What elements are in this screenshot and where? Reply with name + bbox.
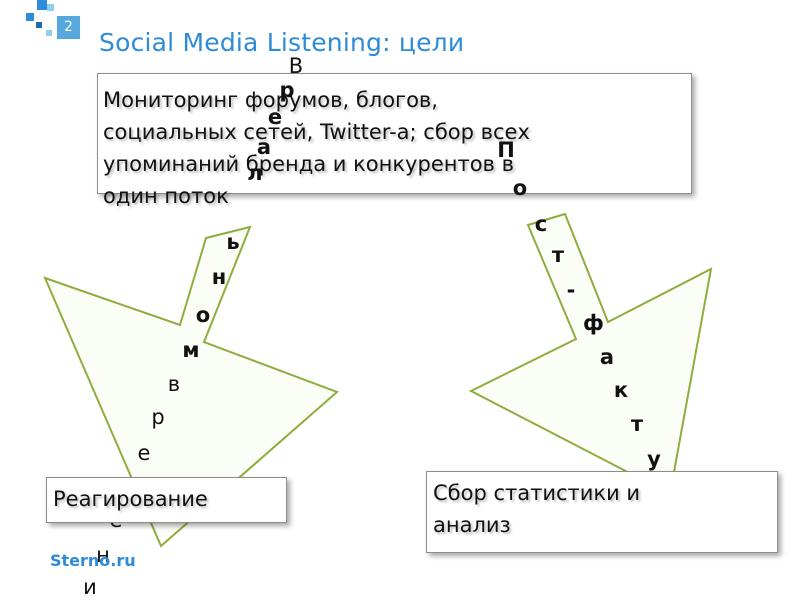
right-arrow-label-char: т: [551, 243, 565, 267]
reaction-box: [46, 477, 287, 523]
right-arrow-label-char: а: [599, 345, 615, 369]
logo-square: [47, 4, 54, 11]
footer-logo: Sterno.ru: [50, 551, 136, 570]
right-arrow: [468, 212, 713, 496]
left-arrow-label-char: н: [211, 265, 227, 289]
monitoring-line: упоминаний бренда и конкурентов в: [103, 152, 514, 176]
right-arrow-label-char: к: [613, 378, 629, 402]
reaction-text: Реагирование: [53, 487, 208, 511]
slide-title: Social Media Listening: цели: [99, 28, 465, 57]
left-arrow-label-char: ь: [226, 230, 240, 254]
logo-square: [46, 30, 52, 36]
logo-square: [26, 13, 34, 21]
left-arrow-label-char: р: [151, 405, 165, 429]
left-arrow-label-char: е: [267, 105, 283, 129]
left-arrow-label-char: о: [195, 303, 211, 327]
right-arrow-label-char: о: [512, 176, 528, 200]
right-arrow-label-char: у: [647, 447, 661, 471]
monitoring-text: Мониторинг форумов, блогов, социальных с…: [103, 84, 530, 212]
right-arrow-label-char: ф: [583, 311, 604, 335]
statistics-box: [426, 471, 778, 553]
left-arrow-label-char: а: [256, 135, 272, 159]
statistics-line: анализ: [433, 513, 511, 537]
left-arrow: [43, 225, 339, 548]
left-arrow-label-char: н: [96, 543, 110, 567]
left-arrow-label-char: и: [83, 575, 97, 599]
statistics-line: Сбор статистики и: [433, 481, 641, 505]
monitoring-box: [97, 73, 692, 194]
monitoring-line: один поток: [103, 184, 229, 208]
left-arrow-label-char: в: [167, 372, 181, 396]
monitoring-line: социальных сетей, Twitter-а; сбор всех: [103, 120, 530, 144]
logo-square: [36, 22, 42, 28]
left-arrow-label-char: м: [182, 338, 200, 362]
monitoring-line: Мониторинг форумов, блогов,: [103, 88, 438, 112]
slide-number-badge: 2: [57, 16, 80, 39]
left-arrow-label-char: е: [137, 441, 151, 465]
left-arrow-label-char: В: [288, 54, 304, 78]
right-arrow-label-char: с: [534, 212, 548, 236]
right-arrow-label-char: -: [566, 278, 576, 302]
right-arrow-label-char: П: [497, 138, 515, 162]
left-arrow-label-char: р: [279, 78, 295, 102]
left-arrow-label-char: л: [247, 161, 263, 185]
statistics-text: Сбор статистики и анализ: [433, 477, 640, 541]
logo-square: [37, 0, 47, 10]
right-arrow-label-char: т: [630, 412, 644, 436]
